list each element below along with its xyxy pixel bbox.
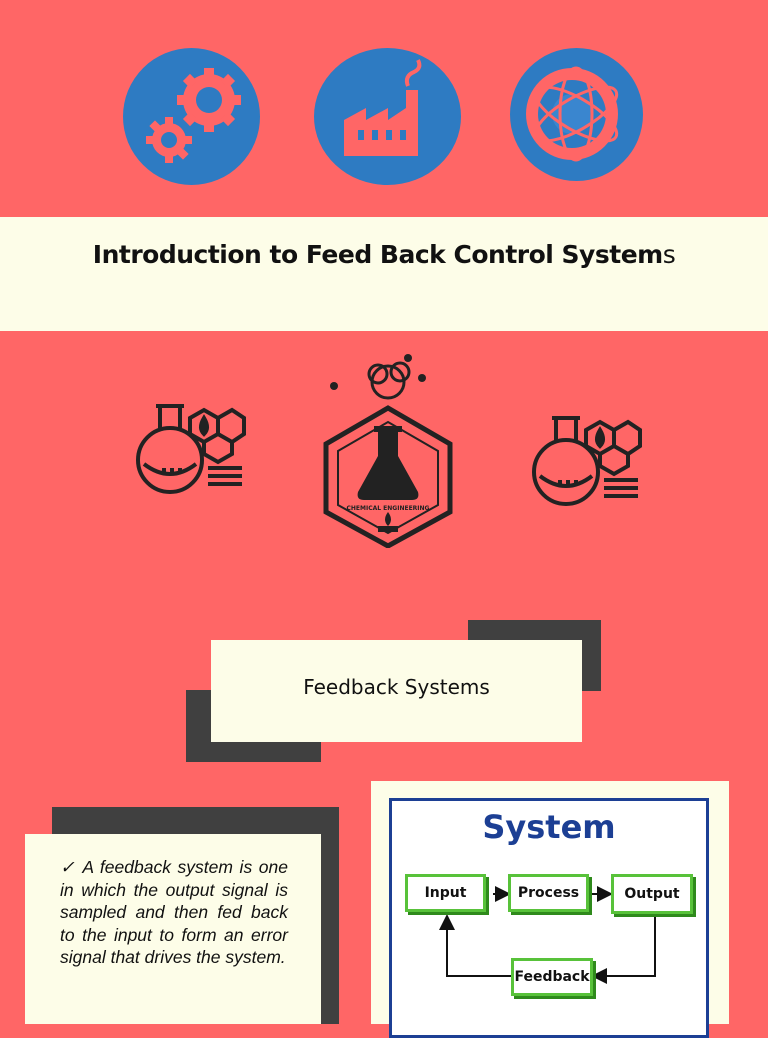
emblem-label: CHEMICAL ENGINEERING (347, 505, 430, 512)
page-title-tail: s (662, 240, 676, 269)
gears-icon (123, 48, 260, 185)
section-heading-box (211, 640, 582, 742)
diagram-box-input: Input (405, 874, 486, 912)
diagram-box-process: Process (508, 874, 589, 912)
diagram-box-feedback: Feedback (511, 958, 593, 996)
diagram-box-output: Output (611, 874, 693, 914)
arrow-output-feedback (591, 916, 656, 984)
page-title-main: Introduction to Feed Back Control System (92, 240, 663, 269)
flask-molecule-icon (132, 388, 248, 498)
chemical-engineering-emblem-icon: CHEMICAL ENGINEERING (318, 352, 458, 549)
section-heading: Feedback Systems (303, 675, 490, 699)
paragraph: ✓ A feedback system is one in which the … (60, 856, 288, 969)
factory-icon (314, 48, 461, 185)
check-icon: ✓ (60, 857, 77, 877)
diagram-arrows (439, 886, 656, 984)
page-title: Introduction to Feed Back Control System… (0, 240, 768, 269)
atom-gear-icon (510, 48, 643, 181)
arrow-feedback-input (439, 914, 511, 977)
paragraph-text: A feedback system is one in which the ou… (60, 857, 288, 968)
diagram-title: System (482, 808, 616, 846)
title-band (0, 217, 768, 331)
flask-molecule-icon (528, 400, 644, 510)
paragraph-card (25, 834, 321, 1024)
